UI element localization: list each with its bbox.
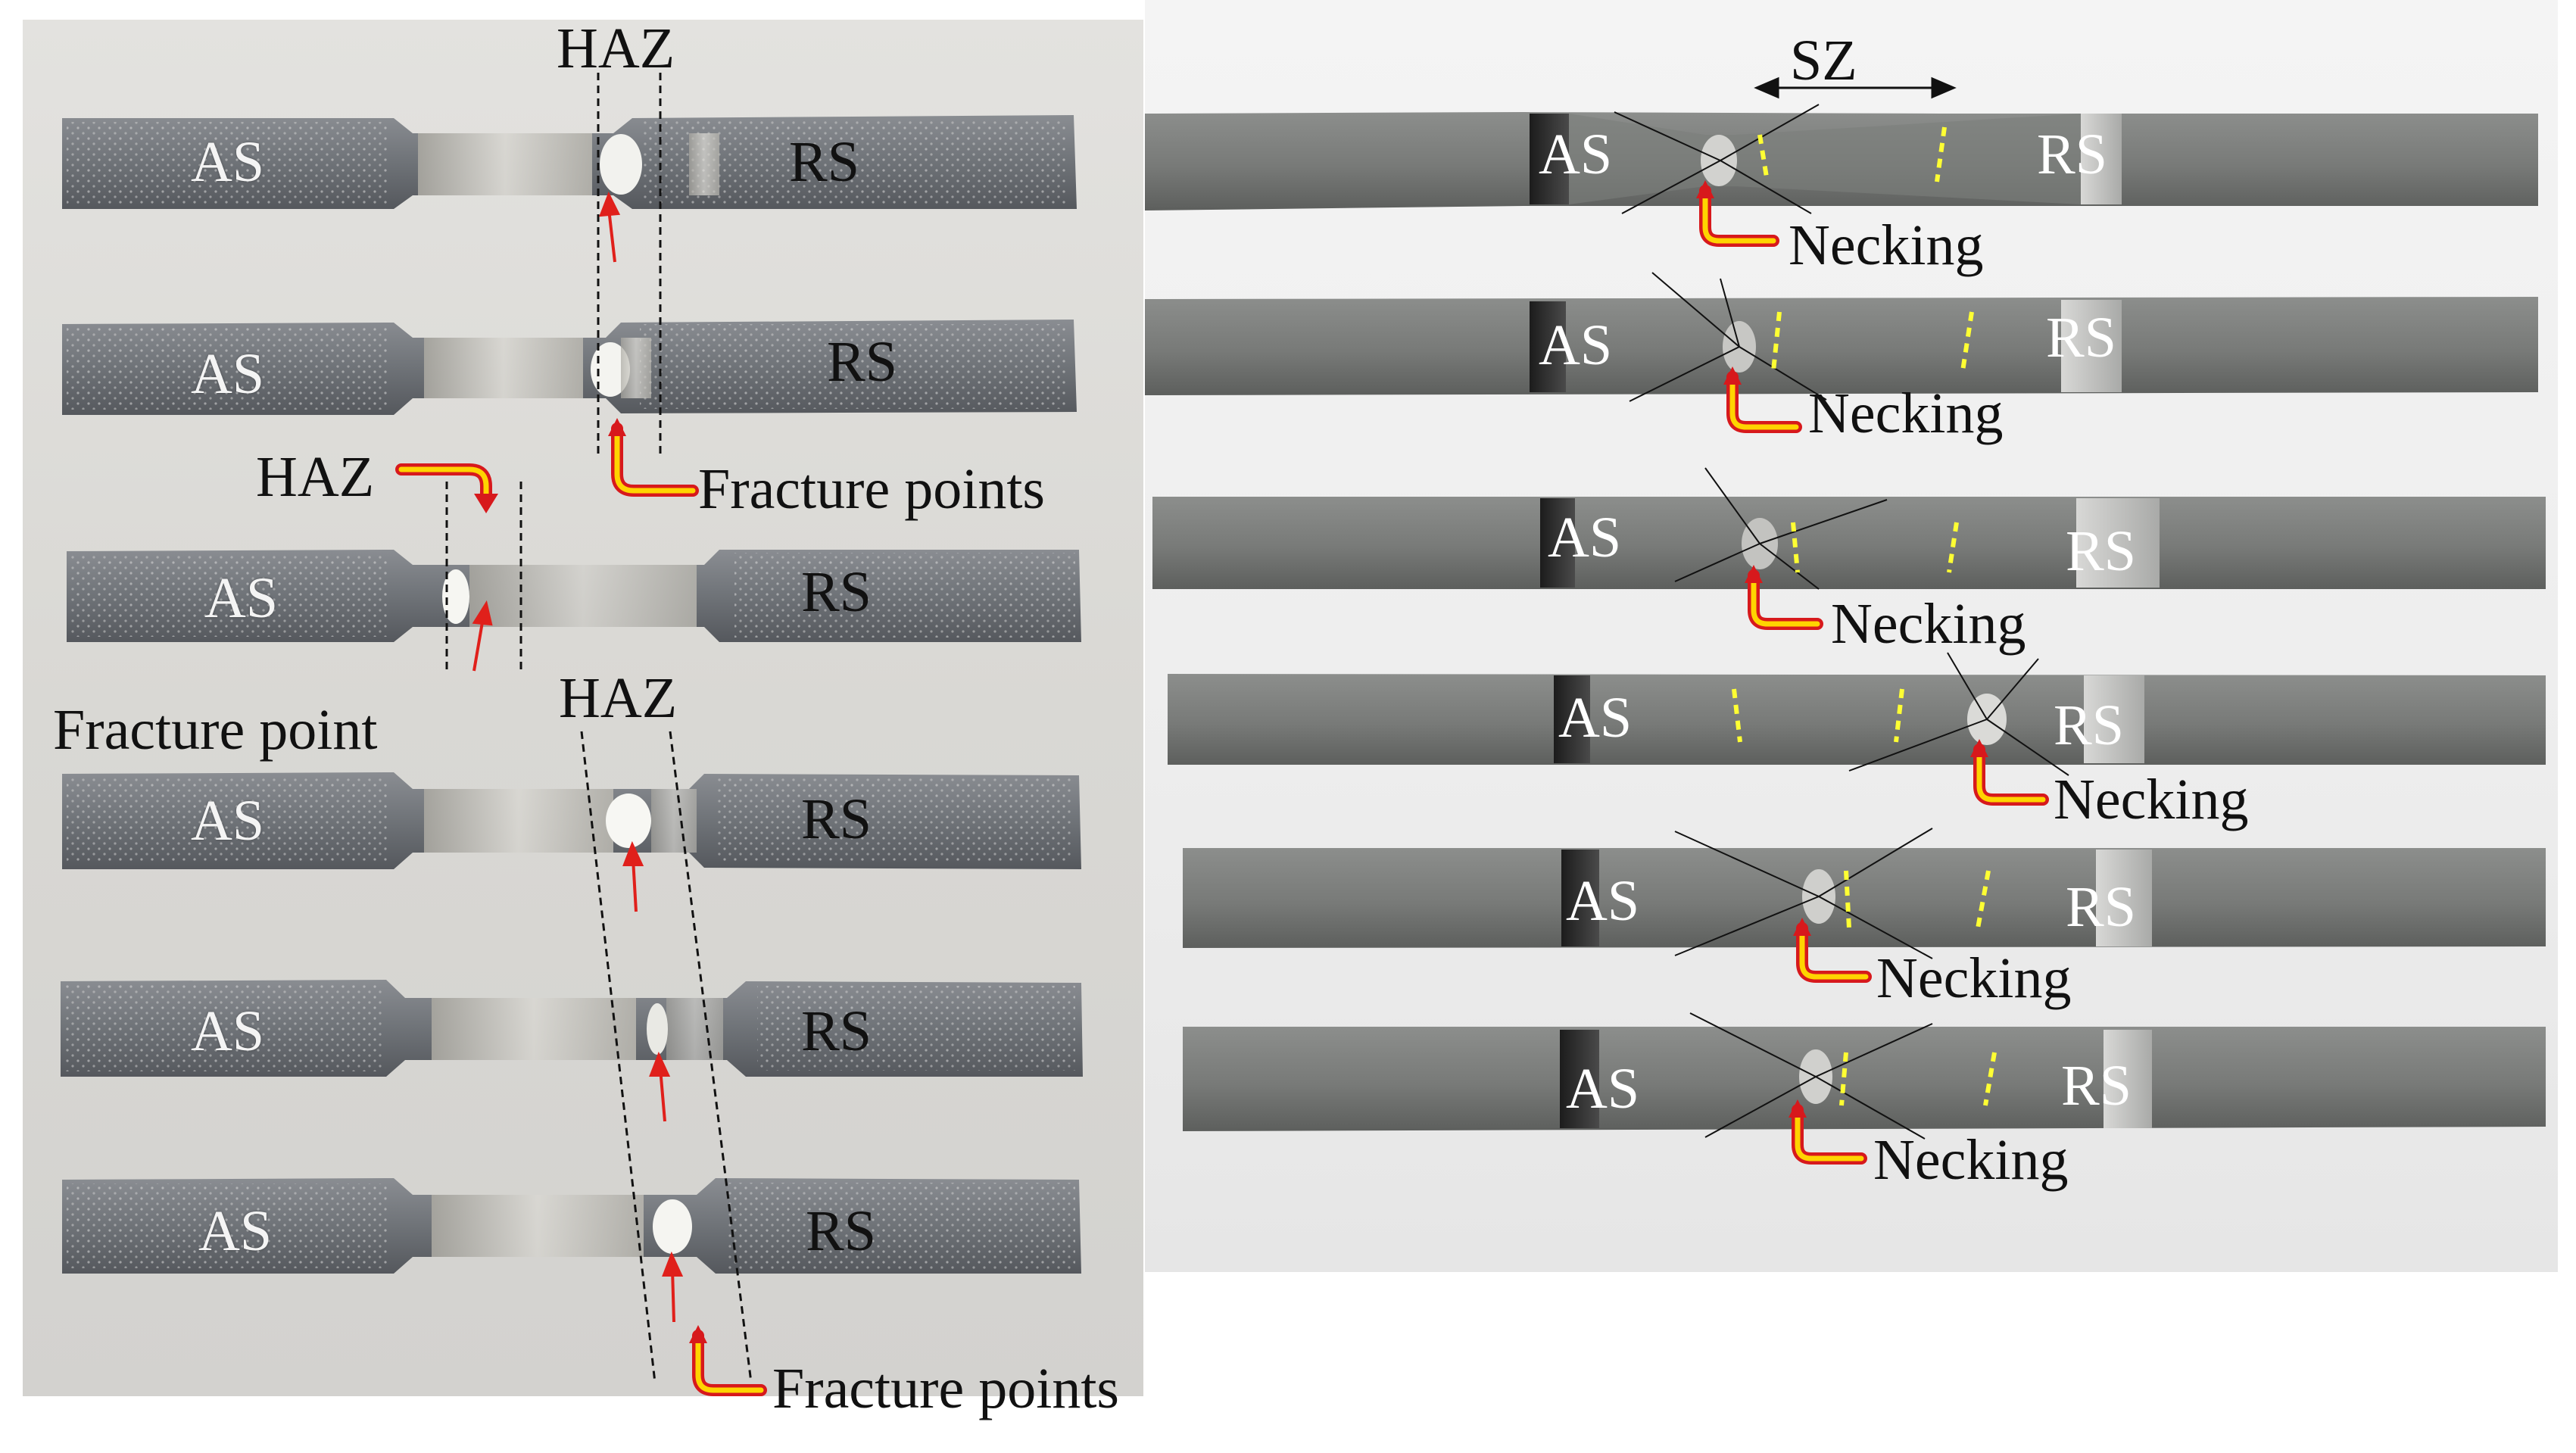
- rs-label-left-4: RS: [801, 787, 872, 851]
- as-label-left-2: AS: [191, 342, 265, 406]
- as-label-right-5: AS: [1566, 869, 1640, 933]
- as-label-right-3: AS: [1548, 506, 1622, 569]
- necking-label-6: Necking: [1873, 1128, 2069, 1192]
- right-specimen-1: [1145, 112, 2538, 210]
- rs-label-left-6: RS: [806, 1199, 876, 1263]
- haz-lines-middle: [445, 482, 522, 671]
- necking-hook-arrows: [1699, 185, 2049, 1165]
- right-photo-drawing: [1145, 76, 2546, 1165]
- right-photo-panel: SZ AS RS Necking AS RS Necking AS RS Nec…: [1145, 0, 2558, 1272]
- fracture-point-label: Fracture point: [53, 698, 378, 762]
- haz-lines-bottom: [580, 731, 753, 1383]
- rs-label-right-1: RS: [2037, 123, 2107, 186]
- haz-lines-top: [597, 73, 662, 459]
- as-label-left-1: AS: [191, 130, 265, 194]
- necking-label-4: Necking: [2054, 768, 2249, 831]
- rs-label-right-6: RS: [2061, 1054, 2132, 1118]
- left-photo-panel: AS RS AS RS AS RS AS RS AS RS AS RS HAZ …: [23, 17, 1143, 1417]
- sz-boundaries: [1732, 126, 1997, 1106]
- rs-label-left-2: RS: [827, 330, 897, 394]
- necking-label-2: Necking: [1808, 382, 2004, 445]
- fracture-arrows: [472, 192, 684, 1323]
- necking-label-3: Necking: [1831, 592, 2026, 656]
- rs-label-right-2: RS: [2046, 306, 2116, 369]
- necking-label-1: Necking: [1789, 214, 1984, 277]
- left-specimen-5: [61, 980, 1083, 1077]
- haz-label-middle: HAZ: [256, 445, 375, 509]
- right-specimen-3: [1152, 497, 2546, 589]
- rs-label-left-5: RS: [801, 999, 872, 1063]
- left-specimen-1: [62, 115, 1077, 209]
- necking-hook-arrowheads: [1696, 180, 1988, 1118]
- hook-arrow-haz: [395, 463, 498, 513]
- as-label-left-3: AS: [204, 566, 279, 630]
- rs-label-right-4: RS: [2054, 694, 2124, 757]
- hook-arrow-fracture-points-top: [608, 418, 699, 497]
- right-specimen-6: [1183, 1027, 2546, 1131]
- rs-label-right-3: RS: [2066, 519, 2136, 583]
- haz-label-bottom: HAZ: [559, 666, 678, 730]
- sz-label: SZ: [1790, 29, 1857, 92]
- rs-label-left-3: RS: [801, 560, 872, 624]
- necking-guide-lines: [1614, 104, 2069, 1140]
- as-label-right-4: AS: [1558, 686, 1633, 750]
- left-specimen-6: [62, 1178, 1081, 1274]
- rs-label-right-5: RS: [2066, 875, 2136, 939]
- right-specimen-2: [1145, 297, 2538, 395]
- left-specimen-4: [62, 772, 1081, 869]
- right-specimen-4: [1168, 674, 2546, 765]
- left-specimen-2: [62, 320, 1077, 415]
- as-label-right-2: AS: [1539, 313, 1613, 377]
- necking-label-5: Necking: [1876, 946, 2072, 1010]
- right-specimen-5: [1183, 848, 2546, 948]
- left-specimen-3: [67, 550, 1081, 642]
- left-photo-drawing: [61, 73, 1083, 1396]
- as-label-left-5: AS: [191, 999, 265, 1063]
- rs-label-left-1: RS: [789, 130, 859, 194]
- fracture-points-label-bottom: Fracture points: [772, 1357, 1120, 1420]
- fracture-points-label-top: Fracture points: [698, 457, 1046, 521]
- haz-label-top: HAZ: [557, 17, 675, 80]
- as-label-left-6: AS: [198, 1199, 273, 1263]
- as-label-right-1: AS: [1539, 123, 1613, 186]
- sz-width-arrow: [1754, 76, 1957, 99]
- as-label-right-6: AS: [1566, 1057, 1640, 1121]
- as-label-left-4: AS: [191, 789, 265, 853]
- hook-arrow-fracture-points-bottom: [689, 1325, 767, 1396]
